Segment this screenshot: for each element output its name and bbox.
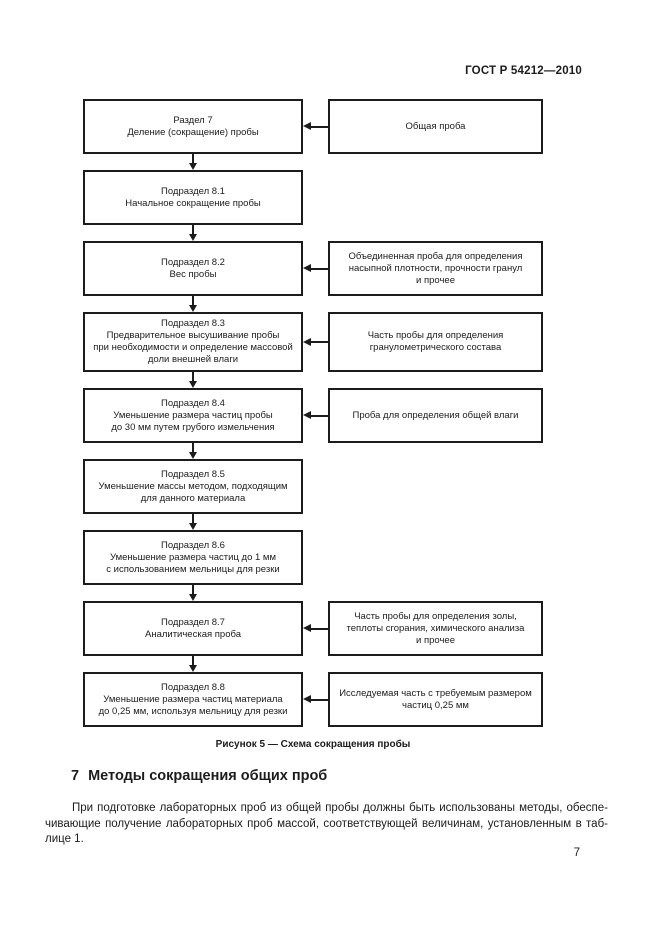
sample-description-box: Общая проба [328, 99, 543, 154]
box-text-line: Подраздел 8.2 [161, 256, 225, 268]
flow-connector-gap [83, 154, 543, 170]
box-text-line: Раздел 7 [173, 114, 213, 126]
sample-description-box: Проба для определения общей влаги [328, 388, 543, 443]
paragraph-line: При подготовке лабораторных проб из обще… [72, 802, 608, 814]
arrow-down-icon [188, 443, 197, 459]
flow-connector-gap [83, 514, 543, 530]
box-text-line: Предварительное высушивание пробы [106, 330, 280, 341]
box-text-line: Подраздел 8.4 [161, 397, 225, 409]
box-text-line: при необходимости и определение массовой [93, 342, 293, 353]
flow-connector-gap [83, 443, 543, 459]
box-text-line: Подраздел 8.7 [161, 616, 225, 628]
box-text-line: Часть пробы для определения [367, 330, 504, 341]
box-text-line: Уменьшение размера частиц до 1 мм [109, 551, 276, 563]
flow-connector-gap [83, 296, 543, 312]
box-text-line: Уменьшение массы методом, подходящим [98, 480, 288, 492]
arrow-left-icon [303, 672, 328, 727]
arrow-down-icon [188, 154, 197, 170]
arrow-left-icon [303, 99, 328, 154]
arrow-left-icon [303, 241, 328, 296]
sample-description-box: Часть пробы для определения золы,теплоты… [328, 601, 543, 656]
box-text-line: Начальное сокращение пробы [125, 197, 261, 209]
box-text-line: частиц 0,25 мм [402, 699, 469, 711]
box-text-line: и прочее [416, 274, 455, 286]
box-text-line: Подраздел 8.5 [161, 468, 225, 480]
box-text-line: Уменьшение размера частиц материала [103, 693, 283, 705]
box-text-line: Объединенная проба для определения [348, 250, 523, 262]
page-number: 7 [573, 847, 580, 859]
arrow-left-icon [303, 312, 328, 372]
arrow-down-icon [188, 296, 197, 312]
arrow-down-icon [188, 585, 197, 601]
arrow-left-icon [303, 601, 328, 656]
box-text-line: Подраздел 8.6 [161, 539, 225, 551]
box-text-line: доли внешней влаги [147, 354, 239, 365]
flow-connector-gap [83, 585, 543, 601]
box-text-line: Подраздел 8.8 [161, 681, 225, 693]
box-text-line: до 30 мм путем грубого измельчения [111, 421, 275, 433]
box-text-line: до 0,25 мм, используя мельницу для резки [98, 705, 288, 717]
box-text-line: для данного материала [140, 492, 246, 504]
box-text-line: Проба для определения общей влаги [352, 409, 519, 421]
box-text-line: насыпной плотности, прочности гранул [348, 262, 523, 274]
box-text-line: Уменьшение размера частиц пробы [113, 409, 273, 421]
box-text-line: Вес пробы [169, 268, 217, 280]
paragraph-line: чивающие получение лабораторных проб мас… [45, 817, 608, 830]
arrow-down-icon [188, 514, 197, 530]
body-paragraph: При подготовке лабораторных проб из обще… [45, 801, 608, 848]
box-text-line: Исследуемая часть с требуемым размером [339, 687, 532, 699]
figure-caption: Рисунок 5 — Схема сокращения пробы [215, 739, 411, 750]
flow-connector-gap [83, 372, 543, 388]
box-text-line: Подраздел 8.3 [161, 318, 225, 329]
document-title-header: ГОСТ Р 54212—2010 [465, 65, 582, 77]
flow-connector-gap [83, 225, 543, 241]
flow-connector-gap [83, 656, 543, 672]
paragraph-line: лице 1. [45, 833, 84, 845]
box-text-line: с использованием мельницы для резки [106, 563, 280, 575]
section-heading: 7 Методы сокращения общих проб [71, 768, 327, 784]
box-text-line: теплоты сгорания, химического анализа [346, 622, 525, 634]
arrow-down-icon [188, 225, 197, 241]
box-text-line: и прочее [416, 634, 455, 646]
box-text-line: Часть пробы для определения золы, [354, 610, 517, 622]
box-text-line: Деление (сокращение) пробы [127, 126, 259, 138]
section-heading-number: 7 [71, 768, 80, 784]
box-text-line: Общая проба [405, 120, 466, 132]
arrow-left-icon [303, 388, 328, 443]
section-heading-title: Методы сокращения общих проб [88, 768, 328, 784]
box-text-line: гранулометрического состава [369, 342, 502, 353]
box-text-line: Аналитическая проба [144, 628, 241, 640]
arrow-down-icon [188, 656, 197, 672]
arrow-down-icon [188, 372, 197, 388]
box-text-line: Подраздел 8.1 [161, 185, 225, 197]
